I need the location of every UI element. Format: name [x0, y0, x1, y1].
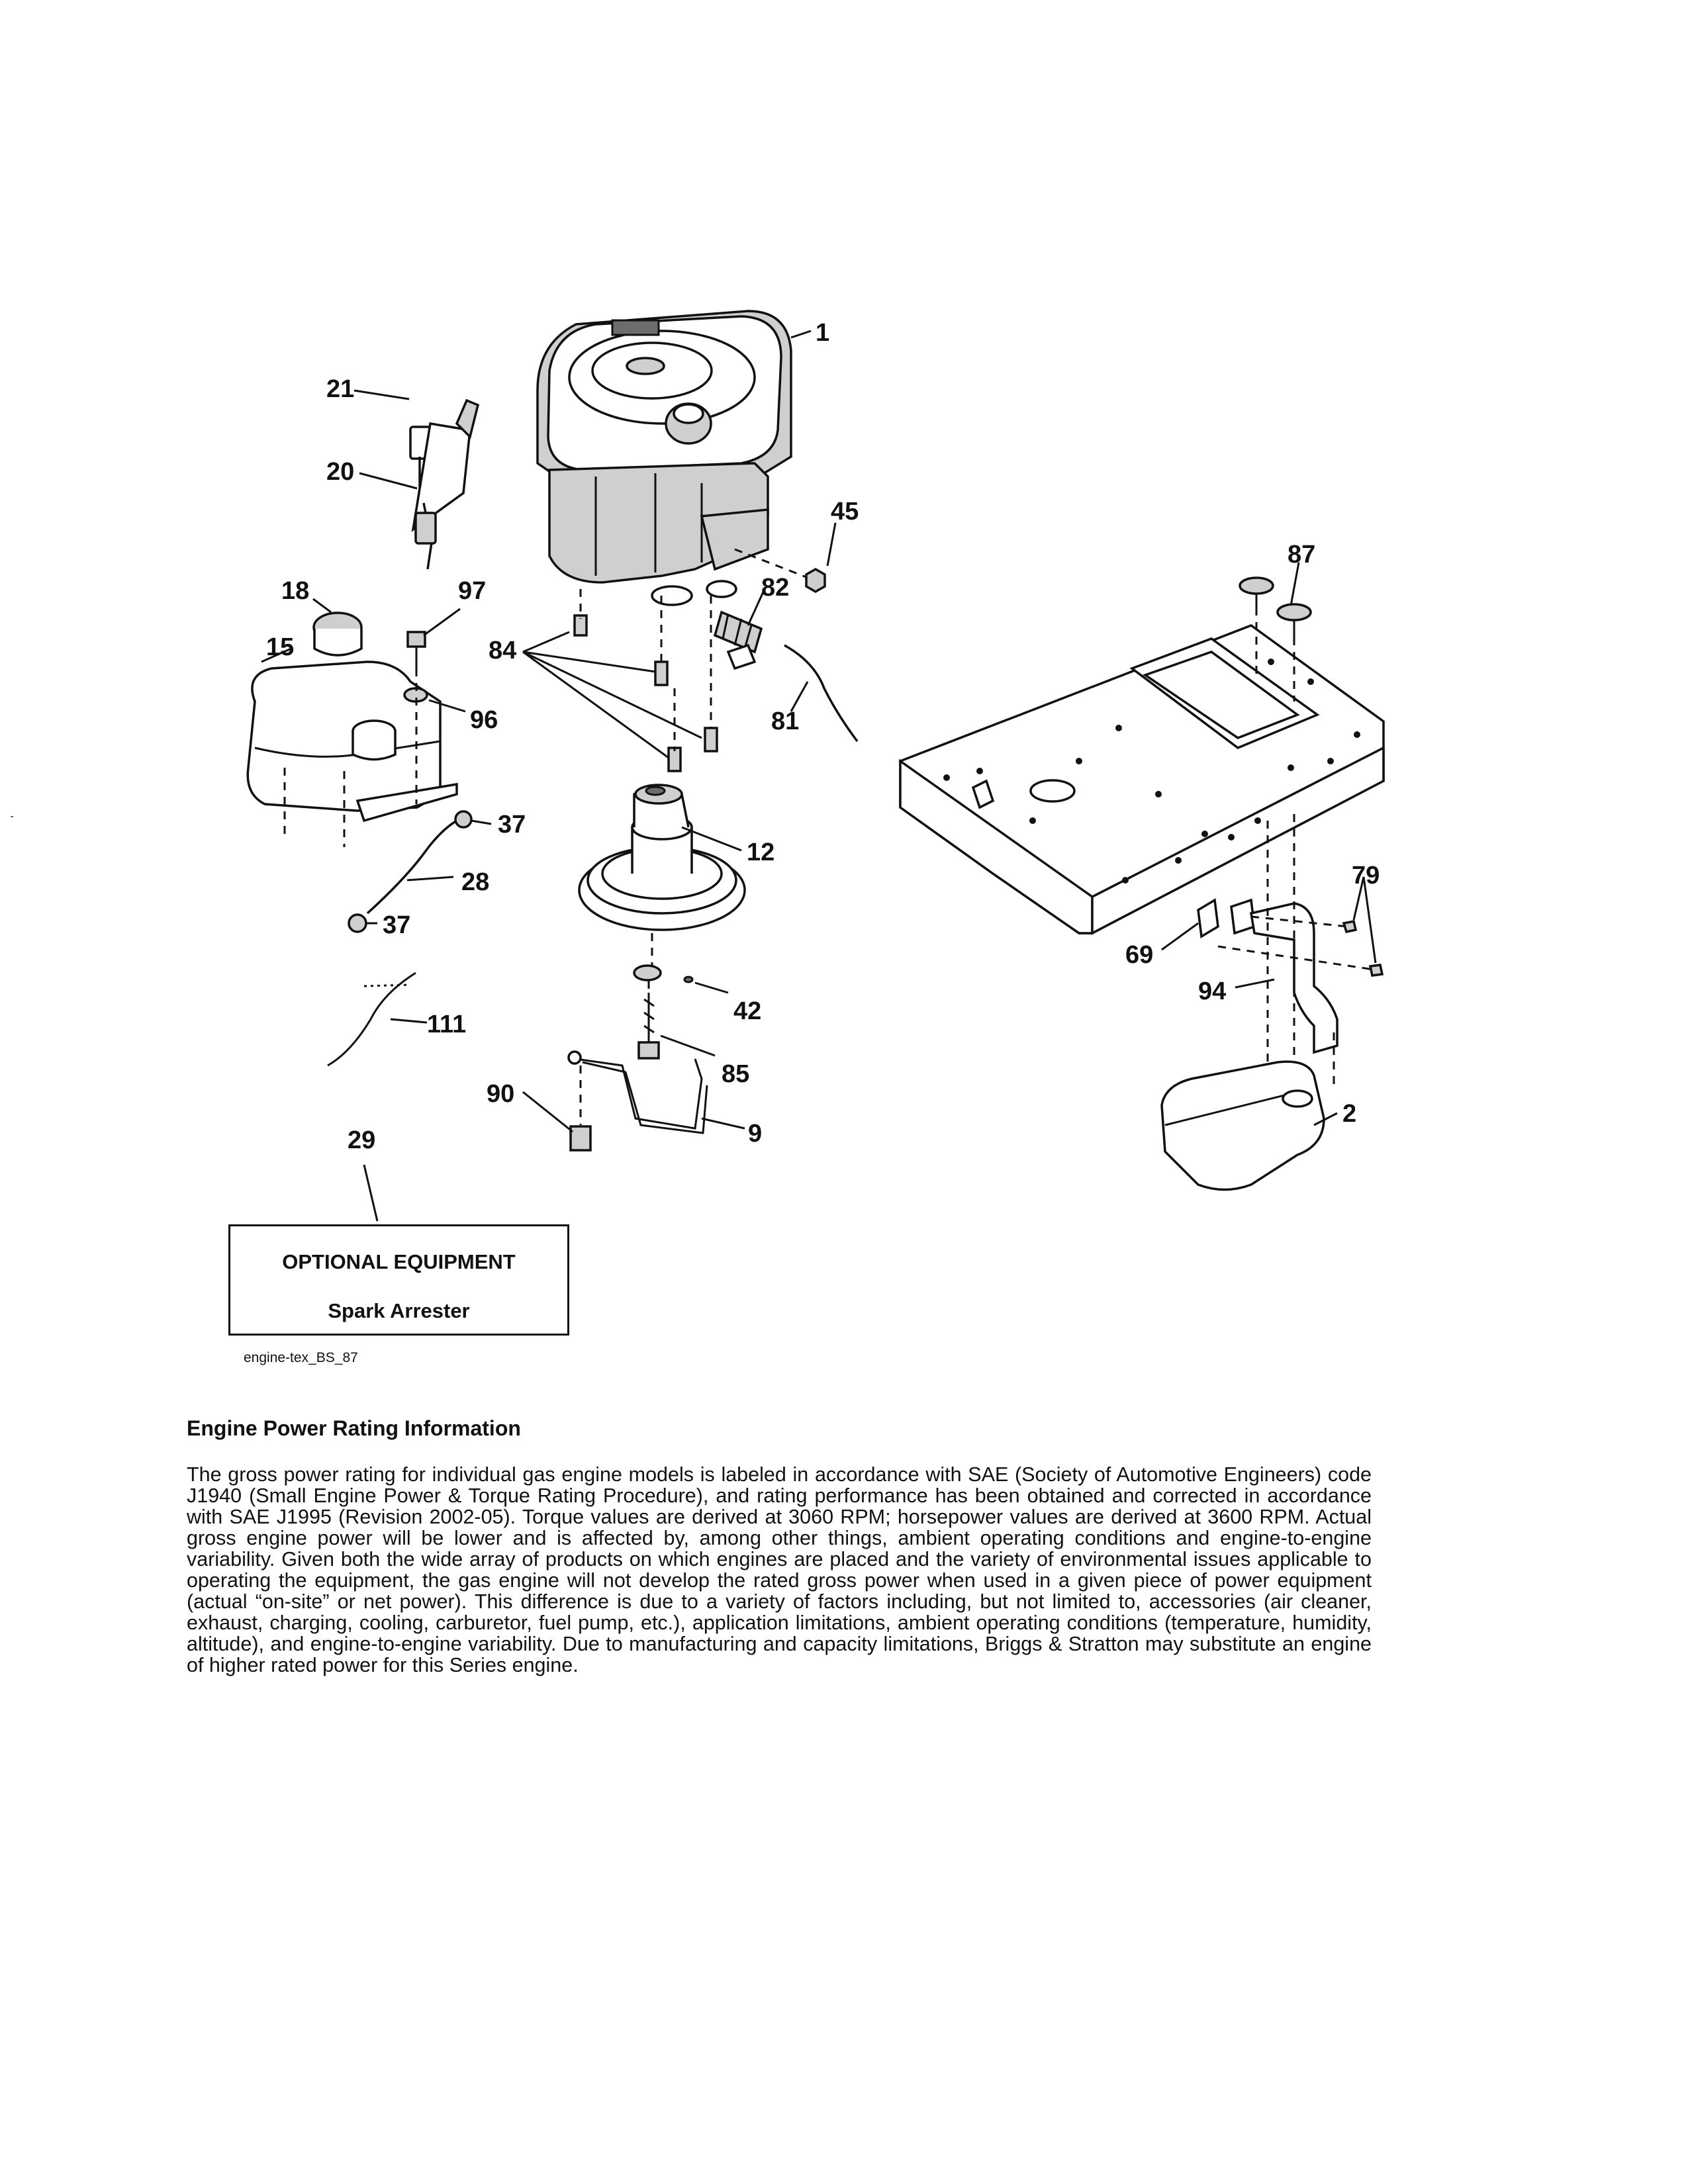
figure-id: engine-tex_BS_87	[244, 1350, 358, 1365]
chassis-frame-part	[899, 624, 1385, 935]
callout-79: 79	[1352, 862, 1380, 889]
throttle-control-part	[409, 398, 480, 570]
bolt-washer-part	[403, 631, 428, 804]
fuel-filter-part	[713, 610, 859, 743]
callout-29: 29	[348, 1126, 375, 1154]
callout-42: 42	[733, 997, 761, 1025]
margin-mark	[11, 816, 13, 817]
section-heading: Engine Power Rating Information	[187, 1416, 521, 1440]
callout-82: 82	[761, 574, 789, 602]
callout-28: 28	[461, 868, 489, 896]
callout-2: 2	[1342, 1100, 1356, 1128]
callout-81: 81	[771, 707, 799, 735]
optional-equipment-item: Spark Arrester	[328, 1299, 470, 1322]
callout-45: 45	[831, 498, 859, 525]
nut-part	[734, 548, 826, 594]
callout-20: 20	[326, 458, 354, 486]
callout-94: 94	[1198, 978, 1226, 1005]
callout-37b: 37	[383, 911, 410, 939]
callout-18: 18	[281, 577, 309, 605]
fuel-line-part	[348, 810, 473, 933]
pulley-bolt-part	[633, 964, 694, 1060]
callout-87: 87	[1288, 541, 1315, 569]
callout-labels: 1 21 20 45 18 97 82 15 84 96 81 37 12 28…	[266, 319, 1380, 1154]
callout-12: 12	[747, 839, 774, 866]
callout-21: 21	[326, 375, 354, 403]
callout-84: 84	[489, 637, 516, 664]
optional-equipment-title: OPTIONAL EQUIPMENT	[282, 1250, 516, 1273]
callout-9: 9	[748, 1120, 762, 1148]
optional-equipment-box: OPTIONAL EQUIPMENT Spark Arrester	[228, 1224, 569, 1336]
frame-screws-part	[1239, 576, 1312, 702]
exploded-parts-diagram: 1 21 20 45 18 97 82 15 84 96 81 37 12 28…	[246, 310, 1385, 1222]
wire-harness-part	[327, 972, 416, 1067]
callout-1: 1	[816, 319, 829, 347]
exhaust-system-part	[1160, 814, 1384, 1191]
callout-37a: 37	[498, 811, 526, 839]
section-body: The gross power rating for individual ga…	[187, 1463, 1372, 1676]
engine-pulley-part	[578, 784, 746, 973]
engine-bolts-part	[573, 589, 718, 772]
engine-part	[536, 310, 792, 606]
callout-111: 111	[427, 1011, 466, 1038]
callout-96: 96	[470, 706, 498, 734]
callout-69: 69	[1125, 941, 1153, 969]
leader-lines	[261, 330, 1377, 1222]
callout-85: 85	[722, 1060, 749, 1088]
callout-90: 90	[487, 1080, 514, 1108]
fuel-tank-part	[246, 612, 458, 847]
bracket-part	[567, 1050, 708, 1152]
callout-97: 97	[458, 577, 486, 605]
callout-15: 15	[266, 633, 294, 661]
